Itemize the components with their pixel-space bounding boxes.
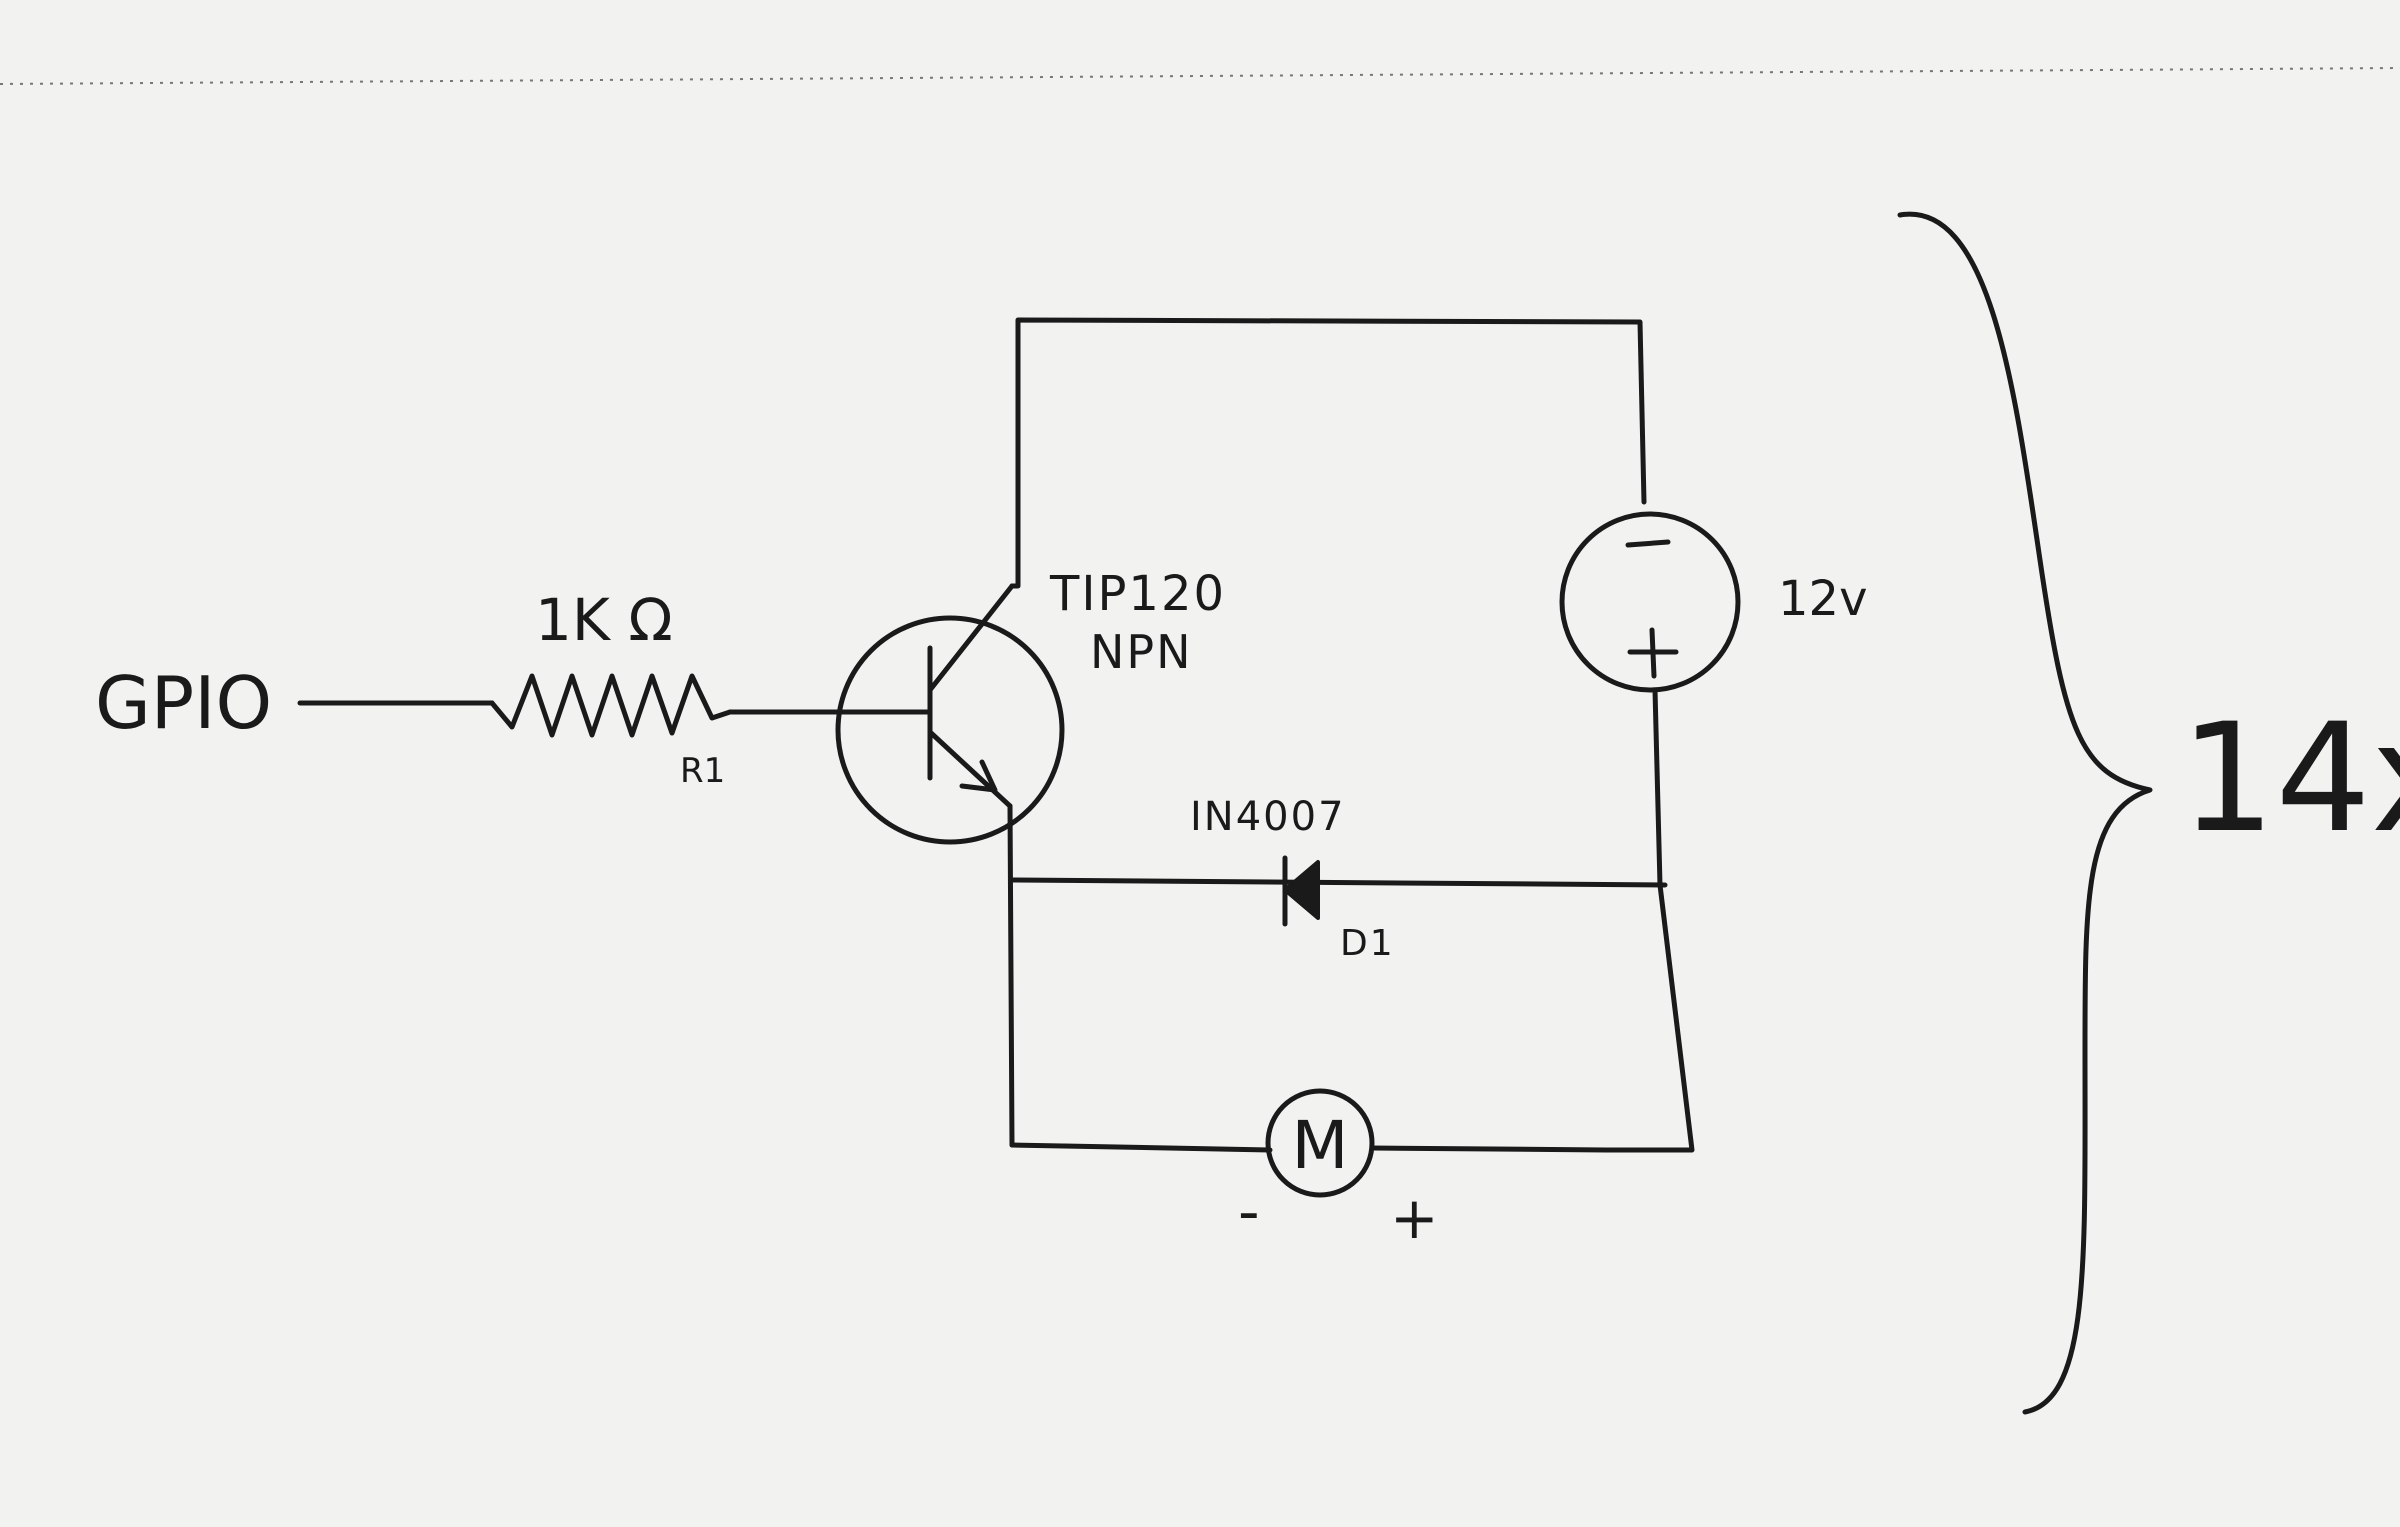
curly-brace xyxy=(1897,211,2153,1415)
motor-m-label: M xyxy=(1292,1107,1349,1184)
transistor-tip120-symbol xyxy=(835,583,1065,845)
motor-left-wire xyxy=(1009,1142,1273,1153)
diode-part-label: IN4007 xyxy=(1190,794,1346,840)
diode-branch-wire xyxy=(1009,877,1668,888)
multiplier-label: 14x xyxy=(2180,692,2400,866)
collector-top-wire xyxy=(1009,317,1647,589)
supply-voltage-label: 12v xyxy=(1778,571,1867,627)
page-edge-dotted-line xyxy=(0,67,2400,85)
right-side-wire xyxy=(1603,687,1695,1153)
resistor-value-label: 1K Ω xyxy=(535,586,673,654)
voltage-source-12v-symbol xyxy=(1559,511,1741,693)
diode-ref-label: D1 xyxy=(1340,923,1395,964)
motor-minus-label: - xyxy=(1238,1177,1260,1247)
motor-symbol xyxy=(1265,1088,1375,1198)
transistor-type-label: NPN xyxy=(1090,625,1193,679)
motor-right-wire xyxy=(1369,1145,1609,1153)
transistor-part-label: TIP120 xyxy=(1049,566,1226,622)
resistor-r1-symbol xyxy=(489,673,733,738)
diode-d1-symbol xyxy=(1282,855,1320,927)
resistor-ref-label: R1 xyxy=(680,751,725,791)
motor-plus-label: + xyxy=(1390,1184,1439,1252)
gpio-label: GPIO xyxy=(95,661,272,745)
emitter-wire xyxy=(1007,803,1015,1148)
